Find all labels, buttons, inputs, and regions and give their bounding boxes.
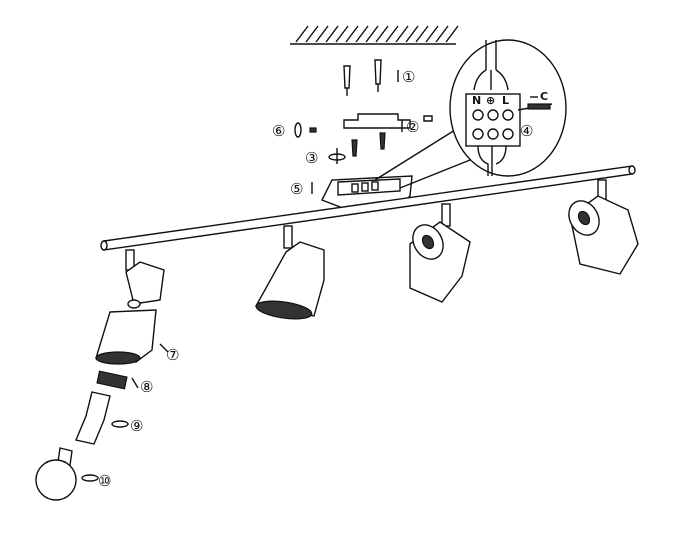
lamp-ring (96, 370, 128, 390)
step-10-label: ⑩ (98, 472, 111, 490)
terminal-screw (472, 109, 484, 121)
spotlight-4 (568, 179, 639, 275)
ceiling-hatch (325, 25, 339, 43)
ceiling-hatch (315, 25, 329, 43)
ceiling-hatch (305, 25, 319, 43)
step-6-label: ⑥ (272, 122, 285, 140)
ceiling-hatch (375, 25, 389, 43)
terminal-screw (502, 128, 514, 140)
ceiling-hatch (445, 25, 459, 43)
ceiling-hatch (415, 25, 429, 43)
ceiling-hatch (425, 25, 439, 43)
terminal-detail: N ⊕ L C ④ (449, 39, 567, 177)
terminal-screw (487, 109, 499, 121)
lamp-holder (75, 391, 111, 445)
ceiling-hatch (365, 25, 379, 43)
terminal-screw (487, 128, 499, 140)
spotlight-2 (254, 225, 325, 320)
step-3-label: ③ (305, 149, 318, 167)
cable-clamp-label: C (540, 90, 548, 103)
ceiling-hatch (295, 25, 309, 43)
step-5-label: ⑤ (290, 180, 303, 198)
step-7-label: ⑦ (166, 346, 179, 364)
step-2-label: ② (406, 118, 419, 136)
lamp-shade (95, 309, 157, 365)
spotlight-3 (409, 203, 471, 303)
ceiling (290, 25, 459, 45)
ceiling-hatch (385, 25, 399, 43)
ceiling-hatch (395, 25, 409, 43)
step-1-label: ① (402, 68, 415, 86)
ceiling-hatch (355, 25, 369, 43)
ceiling-hatch (335, 25, 349, 43)
step-9-label: ⑨ (130, 417, 143, 435)
terminal-screw (502, 109, 514, 121)
step-4-label: ④ (520, 122, 533, 140)
ceiling-hatch (405, 25, 419, 43)
wall-plug-screw (343, 59, 382, 96)
terminal-n-label: N (472, 94, 481, 107)
mounting-bracket (343, 113, 433, 129)
light-bulb (35, 447, 77, 501)
light-bar (100, 165, 636, 251)
ceiling-hatch (345, 25, 359, 43)
terminal-earth-label: ⊕ (486, 94, 495, 107)
step-8-label: ⑧ (140, 378, 153, 396)
terminal-l-label: L (502, 94, 509, 107)
spotlight-1 (125, 249, 165, 309)
terminal-screw (472, 128, 484, 140)
ceiling-hatch (435, 25, 449, 43)
